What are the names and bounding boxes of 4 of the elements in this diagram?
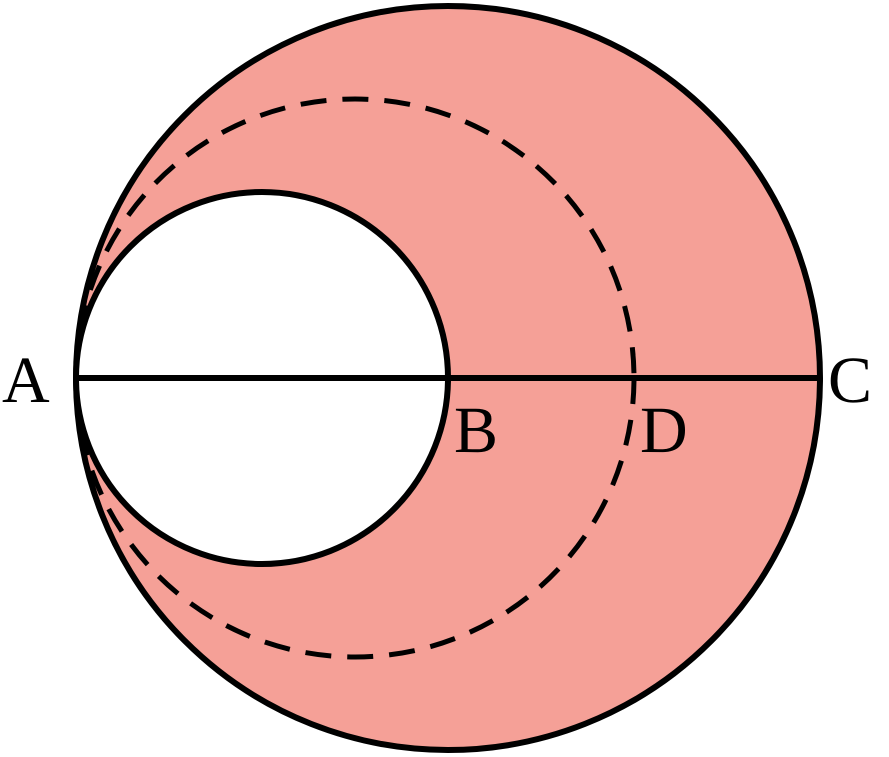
point-label: A [2,348,50,414]
point-label: D [640,398,688,464]
point-label: C [828,348,872,414]
point-label: B [454,398,498,464]
